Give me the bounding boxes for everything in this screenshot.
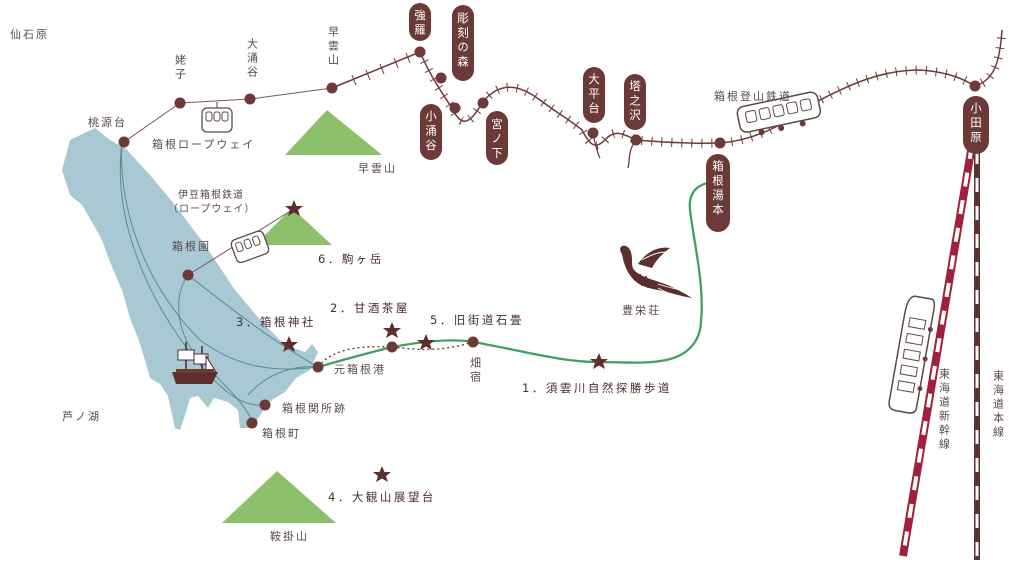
label-spot-4: 4．大観山展望台 [328, 490, 436, 504]
star-icon [383, 322, 401, 338]
label-sounzan-mountain: 早雲山 [358, 162, 397, 175]
label-sengokuhara: 仙石原 [10, 28, 49, 41]
star-icon [590, 353, 608, 369]
star-icon [417, 334, 435, 350]
svg-text:大平台: 大平台 [587, 72, 601, 116]
station-pill-ohiradai[interactable]: 大平台 [583, 67, 605, 123]
label-tokaido-shinkansen: 東海道新幹線 [938, 368, 951, 452]
label-ubako: 姥子 [174, 53, 187, 82]
svg-text:小田原: 小田原 [969, 102, 983, 146]
svg-text:強羅: 強羅 [413, 9, 427, 38]
label-lake-ashi: 芦ノ湖 [62, 410, 101, 423]
label-spot-1: 1．須雲川自然探勝歩道 [522, 381, 672, 395]
sounzan-mountain [285, 110, 382, 155]
station-pill-hakone-yumoto[interactable]: 箱根湯本 [706, 154, 730, 232]
boat-route-5 [247, 366, 319, 396]
svg-text:彫刻の森: 彫刻の森 [456, 12, 470, 70]
label-spot-5: 5．旧街道石畳 [430, 313, 524, 327]
svg-text:小涌谷: 小涌谷 [424, 110, 438, 154]
gondola-icon [201, 102, 233, 133]
svg-text:塔之沢: 塔之沢 [628, 80, 642, 124]
label-sounzan: 早雲山 [327, 26, 340, 68]
star-markers [280, 200, 608, 482]
komagatake-mountain [255, 208, 332, 245]
label-tozan-railway: 箱根登山鉄道 [714, 89, 792, 103]
station-pill-miyanoshita[interactable]: 宮ノ下 [486, 111, 508, 165]
gondola-icon [230, 230, 270, 264]
phoenix-icon [620, 245, 692, 299]
label-hakone-checkpoint: 箱根関所跡 [282, 401, 347, 415]
station-pill-tonosawa[interactable]: 塔之沢 [624, 74, 646, 130]
label-spot-3: 3．箱根神社 [236, 315, 316, 329]
label-spot-2: 2．甘酒茶屋 [330, 301, 410, 315]
station-pill-gora[interactable]: 強羅 [409, 3, 431, 41]
label-motohakone-port: 元箱根港 [334, 362, 386, 376]
label-tokaido-main: 東海道本線 [992, 370, 1005, 440]
boat-route-1 [121, 142, 319, 370]
boat-route-4 [187, 274, 319, 368]
hakone-ropeway-line [123, 87, 333, 143]
shinkansen-icon [888, 295, 936, 414]
station-pill-kowakudani[interactable]: 小涌谷 [420, 104, 442, 160]
label-izuhakone: 伊豆箱根鉄道 [178, 188, 244, 201]
star-icon [280, 336, 298, 352]
label-hakone-machi: 箱根町 [262, 426, 301, 440]
suumogawa-trail [317, 180, 719, 369]
tozan-train-icon [736, 91, 822, 136]
label-hakone-ropeway: 箱根ロープウェイ [152, 137, 255, 151]
kurakake-mountain [222, 471, 336, 523]
cable-car-ticks [351, 52, 411, 86]
switchback-tail [592, 134, 601, 159]
station-pill-chokoku[interactable]: 彫刻の森 [452, 5, 474, 81]
pirate-ship-icon [172, 342, 218, 384]
svg-text:箱根湯本: 箱根湯本 [711, 159, 725, 218]
station-pill-odawara[interactable]: 小田原 [963, 96, 989, 154]
star-icon [373, 466, 391, 482]
svg-text:宮ノ下: 宮ノ下 [490, 117, 504, 161]
star-icon [285, 200, 303, 216]
label-owakudani: 大涌谷 [246, 37, 259, 80]
station-dots [118, 46, 981, 429]
label-kurakake: 鞍掛山 [270, 529, 309, 543]
label-izuhakone-ropeway: （ロープウェイ） [168, 203, 255, 215]
label-togendai: 桃源台 [88, 115, 127, 129]
label-hotei: 豊栄荘 [622, 303, 661, 317]
label-hatajuku: 畑宿 [469, 357, 482, 385]
label-hakone-en: 箱根園 [172, 239, 211, 253]
tokaido-shinkansen-line-inner [901, 144, 974, 557]
cable-car-line [331, 51, 421, 89]
label-spot-6: 6．駒ヶ岳 [318, 252, 384, 266]
